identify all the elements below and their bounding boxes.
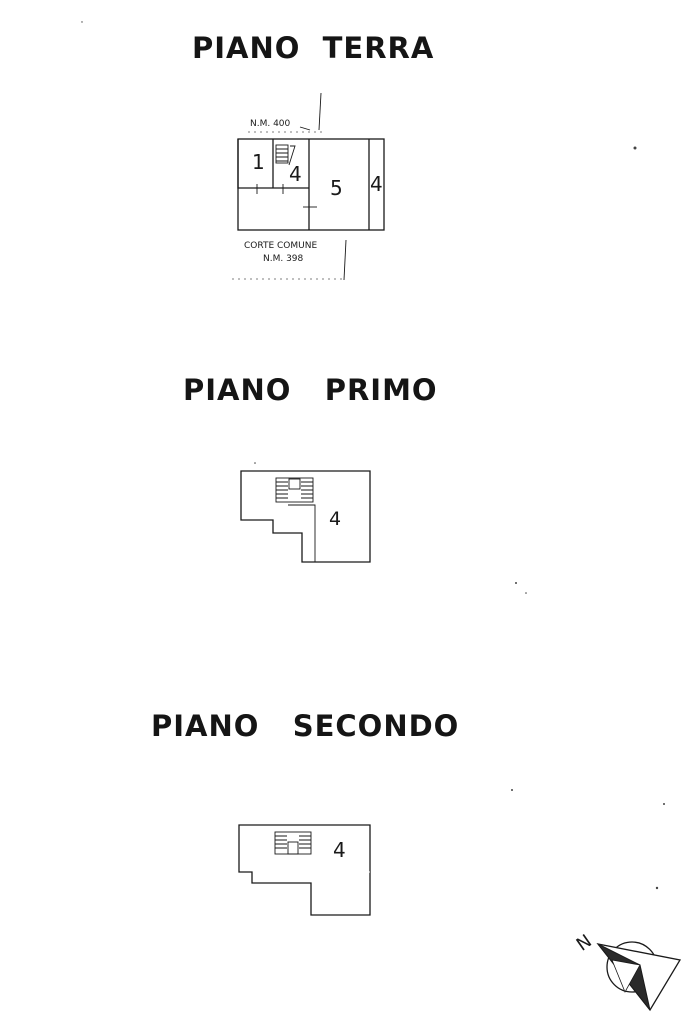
boundary-line-bottom: [343, 239, 347, 281]
courtyard-ref-label: N.M. 398: [263, 254, 304, 264]
building-outline-secondo: [238, 824, 371, 916]
floor-title-primo: PIANO PRIMO: [183, 373, 438, 407]
courtyard-label: CORTE COMUNE: [244, 241, 317, 251]
plan-secondo: 4: [238, 824, 371, 916]
room-number-4-secondo: 4: [333, 838, 346, 862]
plan-terra: N.M. 400 1 4 5 4 CORTE COMUNE N.M. 398: [232, 92, 385, 281]
boundary-line-top: [318, 92, 322, 131]
stair-icon: [275, 477, 314, 503]
room-number-4-primo: 4: [329, 508, 341, 530]
neighbor-leader: [299, 126, 311, 131]
floor-title-secondo: PIANO SECONDO: [151, 709, 460, 743]
room-1-outline: [237, 139, 309, 189]
stair-icon: [275, 144, 296, 166]
scan-specks: [81, 21, 665, 890]
room-number-5: 5: [330, 176, 343, 200]
building-outline-primo: [240, 470, 371, 563]
north-label: N: [573, 931, 596, 956]
room-number-4a: 4: [289, 162, 302, 186]
floor-title-terra: PIANO TERRA: [192, 31, 435, 65]
plan-primo: 4: [240, 470, 371, 563]
neighbor-label-top: N.M. 400: [250, 119, 291, 129]
stair-icon: [274, 831, 312, 855]
north-arrow-icon: N: [573, 931, 682, 1012]
outline-mask: [239, 188, 309, 229]
room-number-4b: 4: [370, 172, 383, 196]
room-number-1: 1: [252, 150, 265, 174]
door-ticks: [256, 184, 284, 194]
inner-wall-primo: [288, 504, 316, 562]
